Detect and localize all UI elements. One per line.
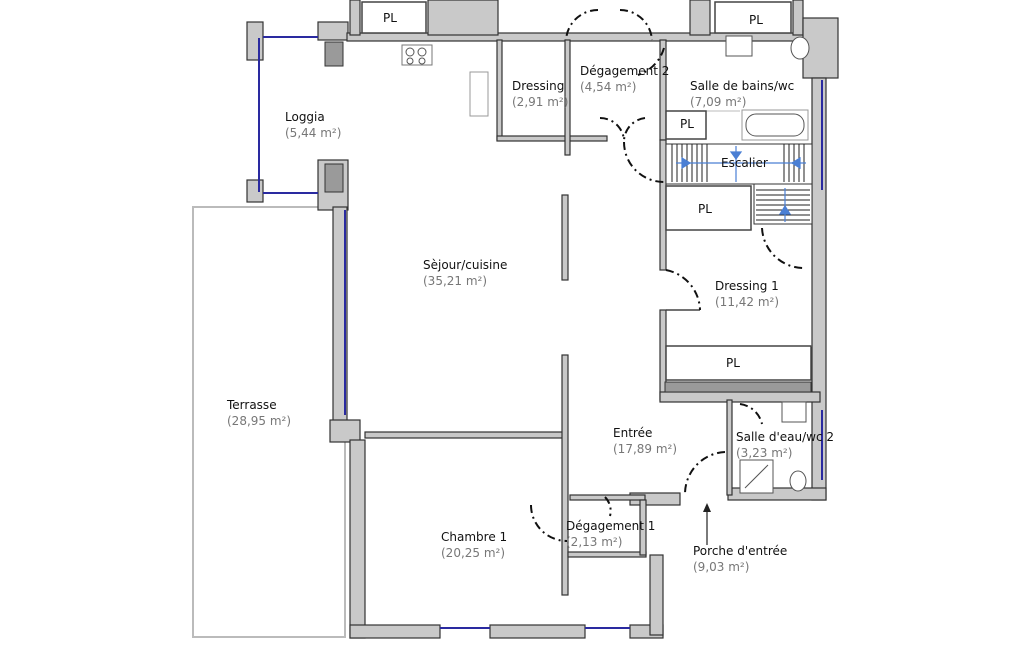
room-degagement-1: Dégagement 1 (2,13 m²) [566,518,655,550]
room-area: (5,44 m²) [285,126,342,140]
room-area: (35,21 m²) [423,274,488,288]
room-area: (2,91 m²) [512,95,569,109]
room-name: Terrasse [227,398,277,412]
room-name: Chambre 1 [441,530,508,544]
door-swings [530,8,807,542]
room-name: Sèjour/cuisine [423,258,508,272]
loggia-walls [246,21,349,211]
room-loggia: Loggia (5,44 m²) [285,109,341,141]
room-name: Dégagement 1 [566,519,656,533]
room-dressing-1: Dressing 1 (11,42 m²) [715,278,779,310]
room-name: Dressing [512,79,565,93]
room-area: (11,42 m²) [715,295,780,309]
room-name: Dégagement 2 [580,64,670,78]
room-area: (9,03 m²) [693,560,750,574]
room-area: (3,23 m²) [736,446,793,460]
room-sejour-cuisine: Sèjour/cuisine (35,21 m²) [423,257,507,289]
room-area: (7,09 m²) [690,95,747,109]
room-escalier: Escalier [721,155,768,171]
room-name: Escalier [721,156,768,170]
room-name: Loggia [285,110,325,124]
closet-label: PL [749,13,763,27]
room-salle-d-eau: Salle d'eau/wc 2 (3,23 m²) [736,429,834,461]
room-area: (17,89 m²) [613,442,678,456]
room-area: (28,95 m²) [227,414,292,428]
room-name: Salle de bains/wc [690,79,795,93]
entry-arrow-head [703,503,711,512]
room-porche: Porche d'entrée (9,03 m²) [693,543,787,575]
room-chambre-1: Chambre 1 (20,25 m²) [441,529,507,561]
closet-label: PL [726,356,740,370]
room-name: Entrée [613,426,653,440]
closet-label: PL [383,11,397,25]
room-area: (2,13 m²) [566,535,623,549]
room-area: (4,54 m²) [580,80,637,94]
room-name: Porche d'entrée [693,544,788,558]
closet-label: PL [680,117,694,131]
room-area: (20,25 m²) [441,546,506,560]
room-terrasse: Terrasse (28,95 m²) [227,397,291,429]
staircase [665,143,813,225]
room-dressing: Dressing (2,91 m²) [512,78,568,110]
fixtures [401,35,810,494]
closet-label: PL [698,202,712,216]
room-name: Salle d'eau/wc 2 [736,430,834,444]
room-entree: Entrée (17,89 m²) [613,425,677,457]
interior-walls [364,39,821,596]
room-salle-de-bains: Salle de bains/wc (7,09 m²) [690,78,794,110]
room-degagement-2: Dégagement 2 (4,54 m²) [580,63,669,95]
room-name: Dressing 1 [715,279,779,293]
closets [361,1,812,381]
